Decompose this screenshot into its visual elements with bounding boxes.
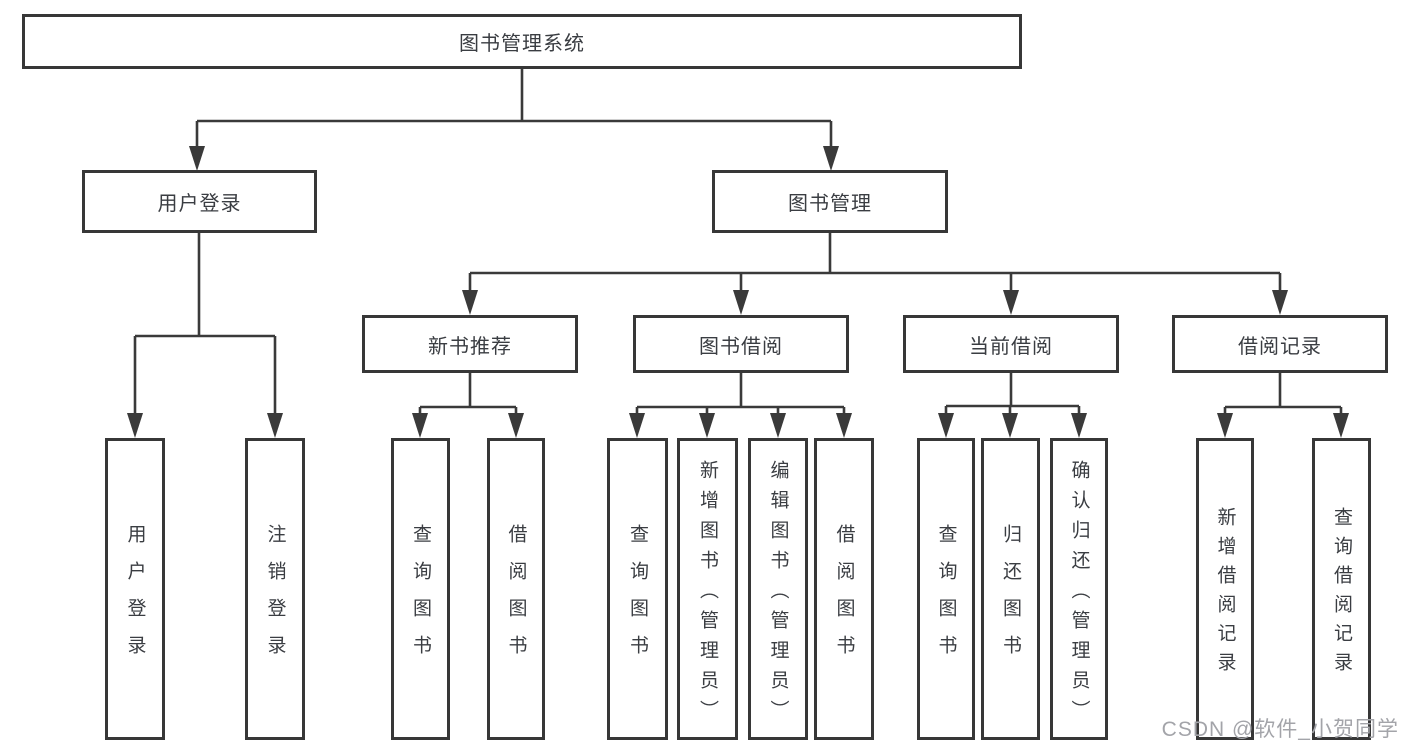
leaf-add-borrow-record-label: 新增借阅记录 — [1214, 507, 1236, 681]
leaf-user-login-label: 用户登录 — [124, 524, 146, 672]
node-borrow-records-label: 借阅记录 — [1238, 335, 1322, 358]
node-current-borrow-label: 当前借阅 — [969, 335, 1053, 358]
node-new-book-recommend-label: 新书推荐 — [428, 335, 512, 358]
leaf-borrow-books-borrow-label: 借阅图书 — [833, 524, 855, 672]
leaf-logout: 注销登录 — [245, 438, 305, 740]
leaf-return-book: 归还图书 — [981, 438, 1040, 740]
leaf-edit-book-admin-label: 编辑图书（管理员） — [767, 459, 789, 730]
node-root: 图书管理系统 — [22, 14, 1022, 69]
node-current-borrow: 当前借阅 — [903, 315, 1119, 373]
node-book-management: 图书管理 — [712, 170, 948, 233]
leaf-confirm-return-admin: 确认归还（管理员） — [1050, 438, 1108, 740]
leaf-confirm-return-admin-label: 确认归还（管理员） — [1068, 459, 1090, 730]
node-root-label: 图书管理系统 — [459, 33, 585, 55]
node-book-management-label: 图书管理 — [788, 193, 872, 215]
node-user-login-label: 用户登录 — [157, 193, 242, 215]
leaf-borrow-books-recommend-label: 借阅图书 — [505, 524, 527, 672]
leaf-query-books-current-label: 查询图书 — [935, 524, 957, 672]
node-book-borrow-label: 图书借阅 — [699, 335, 783, 358]
node-book-borrow: 图书借阅 — [633, 315, 849, 373]
leaf-borrow-books-borrow: 借阅图书 — [814, 438, 874, 740]
leaf-query-books-borrow-label: 查询图书 — [627, 524, 648, 672]
leaf-add-book-admin: 新增图书（管理员） — [677, 438, 738, 740]
leaf-edit-book-admin: 编辑图书（管理员） — [748, 438, 808, 740]
leaf-logout-label: 注销登录 — [264, 524, 286, 672]
leaf-add-borrow-record: 新增借阅记录 — [1196, 438, 1254, 740]
leaf-return-book-label: 归还图书 — [1000, 524, 1021, 672]
leaf-query-books-recommend-label: 查询图书 — [410, 524, 431, 672]
leaf-query-books-recommend: 查询图书 — [391, 438, 450, 740]
node-new-book-recommend: 新书推荐 — [362, 315, 578, 373]
leaf-query-books-borrow: 查询图书 — [607, 438, 668, 740]
leaf-add-book-admin-label: 新增图书（管理员） — [697, 459, 718, 730]
node-user-login: 用户登录 — [82, 170, 317, 233]
leaf-query-borrow-record: 查询借阅记录 — [1312, 438, 1371, 740]
leaf-query-books-current: 查询图书 — [917, 438, 975, 740]
node-borrow-records: 借阅记录 — [1172, 315, 1388, 373]
leaf-user-login: 用户登录 — [105, 438, 165, 740]
leaf-query-borrow-record-label: 查询借阅记录 — [1331, 507, 1352, 681]
leaf-borrow-books-recommend: 借阅图书 — [487, 438, 545, 740]
